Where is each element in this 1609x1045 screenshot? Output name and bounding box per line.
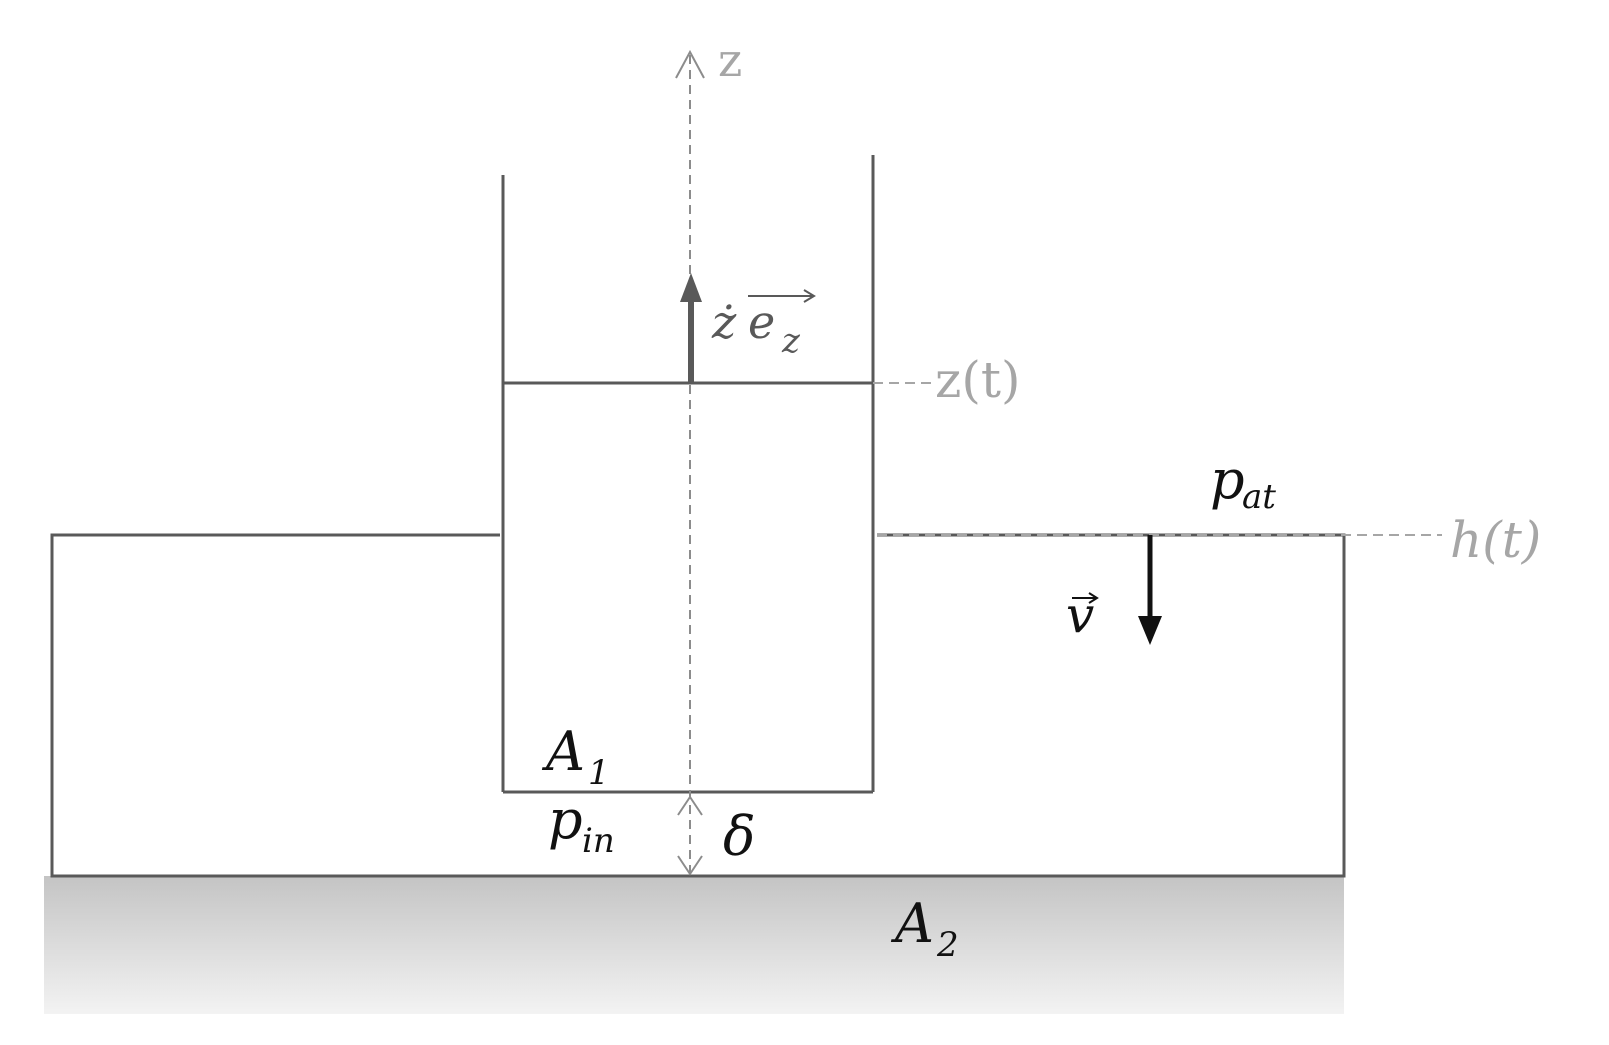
v-vector-bar-head xyxy=(1088,592,1099,604)
z-t-label: z(t) xyxy=(935,351,1020,409)
ez-subscript: z xyxy=(781,321,801,361)
axis-z-label: z xyxy=(718,33,742,87)
delta-arrowhead-top xyxy=(677,795,703,816)
ez-vector-bar-head xyxy=(803,289,816,303)
A1-label: A xyxy=(541,720,585,783)
delta-arrowhead-bottom xyxy=(677,855,703,876)
v-label: v xyxy=(1066,586,1094,644)
h-t-label: h(t) xyxy=(1450,511,1541,569)
zdot-label: ż xyxy=(711,295,737,349)
A2-label: A xyxy=(890,892,934,955)
A1-subscript: 1 xyxy=(588,753,610,793)
p-in-subscript: in xyxy=(582,821,615,861)
p-in-label: p xyxy=(548,788,583,851)
delta-label: δ xyxy=(723,805,756,868)
A2-subscript: 2 xyxy=(936,925,959,965)
p-at-subscript: at xyxy=(1242,477,1276,517)
ez-label: e xyxy=(748,295,775,349)
ground-base xyxy=(44,876,1344,1014)
zdot-arrowhead xyxy=(680,273,702,302)
v-arrowhead xyxy=(1138,616,1162,645)
p-at-label: p xyxy=(1210,448,1245,511)
z-axis-arrowhead xyxy=(675,49,705,79)
